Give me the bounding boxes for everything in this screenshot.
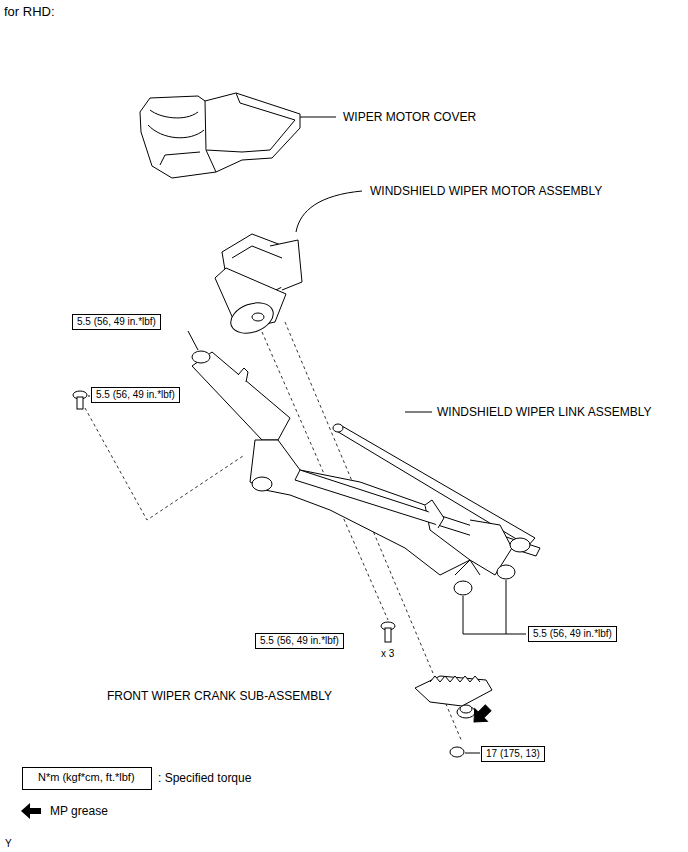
part-name: WINDSHIELD WIPER MOTOR ASSEMBLY	[370, 184, 602, 198]
nut	[450, 747, 464, 757]
quantity-note: x 3	[381, 648, 394, 659]
torque-box: 5.5 (56, 49 in.*lbf)	[528, 626, 617, 642]
part-name: WIPER MOTOR COVER	[343, 110, 476, 124]
wiper-link	[192, 351, 540, 595]
torque-box: 5.5 (56, 49 in.*lbf)	[255, 633, 344, 649]
torque-value: N*m (kgf*cm, ft.*lbf)	[38, 771, 151, 784]
bolt	[381, 622, 395, 642]
part-name: WINDSHIELD WIPER LINK ASSEMBLY	[437, 405, 652, 419]
legend-box: N*m (kgf*cm, ft.*lbf)	[22, 767, 152, 790]
torque-value: 5.5 (56, 49 in.*lbf)	[260, 635, 343, 647]
wiper-motor	[215, 234, 302, 339]
torque-value: 5.5 (56, 49 in.*lbf)	[96, 389, 179, 401]
motor-cover	[140, 93, 300, 178]
torque-box: 5.5 (56, 49 in.*lbf)	[72, 314, 161, 330]
torque-value: 5.5 (56, 49 in.*lbf)	[533, 628, 616, 640]
note: Y	[5, 838, 12, 849]
torque-box: 17 (175, 13)	[481, 746, 545, 762]
legend-text: MP grease	[50, 804, 108, 818]
torque-value: 5.5 (56, 49 in.*lbf)	[77, 316, 160, 328]
part-name: FRONT WIPER CRANK SUB-ASSEMBLY	[107, 689, 332, 703]
grease-arrow-symbol	[20, 803, 42, 819]
legend-text: : Specified torque	[158, 771, 251, 785]
bolt	[73, 391, 87, 409]
torque-value: 17 (175, 13)	[486, 748, 544, 760]
note: for RHD:	[4, 4, 55, 19]
torque-box: 5.5 (56, 49 in.*lbf)	[91, 387, 180, 403]
